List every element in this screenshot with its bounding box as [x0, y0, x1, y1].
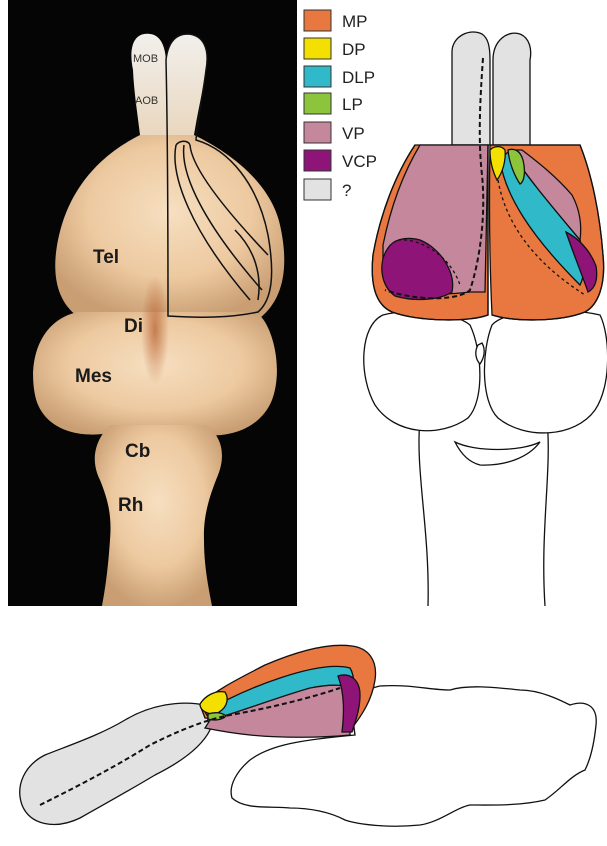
label-di: Di: [124, 316, 143, 337]
label-aob: AOB: [135, 95, 158, 107]
legend-swatch-lp: [304, 93, 331, 114]
legend-swatch-vcp: [304, 150, 331, 171]
legend-label: MP: [342, 12, 368, 31]
legend-label: VP: [342, 124, 365, 143]
legend-item: DP: [304, 38, 366, 59]
schematic-cerebellum: [455, 442, 540, 465]
label-cb: Cb: [125, 441, 150, 462]
brain-photo-panel: MOB AOB Tel Di Mes Cb Rh: [8, 0, 297, 606]
legend-label: LP: [342, 95, 363, 114]
label-rh: Rh: [118, 495, 143, 516]
legend-swatch-dlp: [304, 66, 331, 87]
schematic-pineal: [476, 343, 484, 364]
legend: MP DP DLP LP VP VCP ?: [304, 10, 377, 200]
schematic-midbrain-right: [484, 310, 607, 433]
legend-label: VCP: [342, 152, 377, 171]
legend-item: VCP: [304, 150, 377, 171]
label-mes: Mes: [75, 366, 112, 387]
legend-item: LP: [304, 93, 363, 114]
legend-swatch-vp: [304, 122, 331, 143]
schematic-bulb-right: [493, 33, 531, 145]
legend-item: ?: [304, 179, 351, 200]
legend-label: DP: [342, 40, 366, 59]
legend-label: DLP: [342, 68, 375, 87]
midline-vessel: [141, 275, 169, 385]
dorsal-schematic: [364, 32, 607, 606]
legend-item: DLP: [304, 66, 375, 87]
legend-label: ?: [342, 181, 351, 200]
lateral-schematic: [20, 645, 596, 826]
label-tel: Tel: [93, 247, 119, 268]
label-mob: MOB: [133, 53, 158, 65]
lateral-olfactory-bulb: [20, 703, 210, 824]
legend-swatch-dp: [304, 38, 331, 59]
legend-item: MP: [304, 10, 368, 31]
hindbrain-shape: [95, 425, 222, 606]
schematic-midbrain-left: [364, 312, 480, 431]
legend-swatch-mp: [304, 10, 331, 31]
schematic-bulb-left: [452, 32, 490, 145]
legend-swatch-unknown: [304, 179, 331, 200]
olfactory-bulbs: [131, 34, 207, 135]
legend-item: VP: [304, 122, 365, 143]
